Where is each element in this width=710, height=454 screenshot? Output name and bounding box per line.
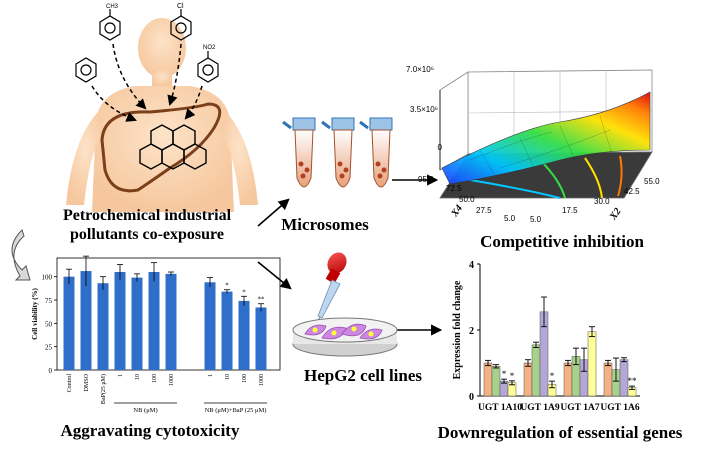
y-tick-label: 100 [42,274,53,282]
x4-tick-0: 95.0 [418,175,434,184]
x-tick-label: 1 [118,374,124,377]
x-tick-label: 10 [225,374,231,380]
arrow-to-microsomes [257,198,290,227]
benzopyrene-structure-icon [139,124,207,170]
arrow-to-hepg2 [257,261,292,290]
benzene-molecule-icon [75,57,97,83]
expression-bar [531,344,541,397]
viability-bar [131,277,143,370]
x2-tick-3: 42.5 [624,187,640,196]
significance-mark: ** [258,296,266,304]
human-body-illustration [66,18,258,212]
x4-tick-1: 72.5 [446,184,462,193]
microsomes-label: Microsomes [281,215,369,234]
hepg2-label: HepG2 cell lines [304,366,422,385]
viability-bar [80,271,92,370]
x-tick-label: 10 [135,374,141,380]
y-tick-label: 25 [45,344,53,352]
cytotoxicity-label: Aggravating cytotoxicity [61,421,240,440]
viability-bar [114,272,126,370]
competitive-inhibition-label: Competitive inhibition [480,232,644,251]
viability-bar [63,276,75,370]
x-tick-label: UGT 1A6 [600,403,639,413]
viability-bar [221,291,233,370]
group-label: NB (μM)+BaP (25 μM) [205,407,267,414]
group-label: NB (μM) [133,407,157,414]
downregulation-label: Downregulation of essential genes [438,423,683,442]
pipette-icon [316,252,347,324]
significance-mark: * [225,282,229,290]
expression-bar [603,362,613,397]
microsome-tubes-illustration [282,117,393,188]
x-tick-label: UGT 1A10 [478,403,522,413]
y-tick-label: 50 [45,320,53,328]
x-tick-label: 100 [152,374,158,383]
expression-bar [587,331,597,397]
significance-mark: * [550,371,555,381]
significance-mark: ** [628,376,638,386]
y-axis-label: Expression fold change [452,280,463,379]
converging-dashed-arrows [91,43,203,122]
viability-bar [238,300,250,370]
x2-tick-2: 30.0 [594,197,610,206]
x2-tick-0: 5.0 [530,215,542,224]
x-tick-label: UGT 1A7 [560,403,599,413]
y-tick-label: 75 [45,297,53,305]
x2-tick-1: 17.5 [562,206,578,215]
x-tick-label: UGT 1A9 [520,403,559,413]
x-tick-label: 100 [242,374,248,383]
x-tick-label: 1 [208,374,214,377]
liver-outline [100,102,222,193]
x4-tick-4: 5.0 [504,214,516,223]
z-tick-top: 7.0×10⁶ [406,65,434,74]
viability-bar [204,282,216,370]
z-tick-mid: 3.5×10⁶ [410,105,438,114]
x2-tick-4: 55.0 [644,177,660,186]
z-tick-zero: 0 [438,143,443,152]
x4-tick-2: 50.0 [459,195,475,204]
y-tick-label: 2 [469,326,474,337]
x-tick-label: 1000 [169,374,175,386]
expression-bar [483,362,493,397]
y-axis-label: Cell viability (%) [31,287,39,339]
significance-mark: * [510,371,515,381]
y-tick-label: 4 [469,260,474,271]
expression-bar [563,362,573,397]
x-tick-label: BaP(25 μM) [100,374,107,404]
x2-axis-label: X2 [607,206,623,223]
y-tick-label: 0 [469,392,474,403]
expression-bar [491,366,501,397]
surface-plot [439,69,653,199]
toluene-substituent: CH3 [106,4,119,10]
viability-bar [255,307,267,370]
x4-axis-label: X4 [449,203,465,220]
x4-tick-3: 27.5 [476,206,492,215]
chlorobenzene-molecule-icon [170,9,192,41]
x-tick-label: 1000 [259,374,265,386]
viability-bar [97,283,109,370]
x-tick-label: Control [67,374,73,393]
viability-bar [165,273,177,370]
y-tick-label: 0 [49,367,53,375]
toluene-molecule-icon [99,9,121,41]
x-tick-label: DMSO [84,373,90,391]
nitrobenzene-molecule-icon [197,51,219,83]
expression-bar [523,362,533,397]
significance-mark: * [502,369,507,379]
chloro-substituent: Cl [177,3,184,10]
cell-culture-dish-icon [292,317,398,357]
curved-grey-arrow-icon [11,229,31,281]
pollutants-title-line1: Petrochemical industrial [62,207,232,224]
viability-bar [148,272,160,370]
nitro-substituent: NO2 [203,45,216,51]
significance-mark: * [242,288,246,296]
pollutants-title-line2: pollutants co-exposure [70,226,224,243]
